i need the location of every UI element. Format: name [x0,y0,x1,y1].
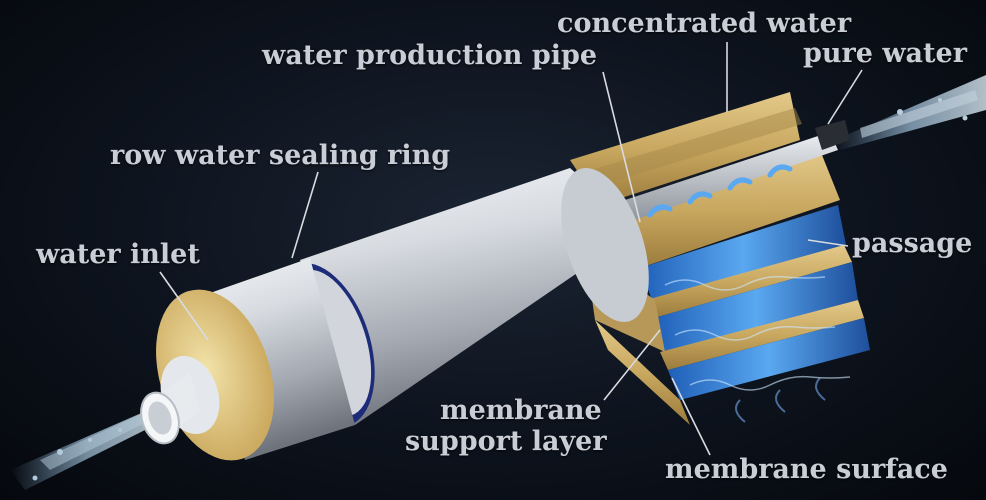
label-support-layer-line2: support layer [405,426,607,457]
leader-support-layer [603,329,661,401]
label-concentrated-water: concentrated water [557,8,852,39]
outlet-spray [835,75,986,150]
label-passage: passage [852,228,973,259]
label-membrane-surface: membrane surface [665,454,948,485]
leader-production-pipe [602,71,641,223]
membrane-layers [570,92,870,425]
label-support-layer-line1: membrane [440,395,602,426]
leader-pure-water [827,69,863,125]
inlet-spray [10,405,165,490]
leader-water-inlet [159,271,209,341]
leader-sealing-ring [291,171,319,259]
label-pure-water: pure water [803,38,967,69]
label-sealing-ring: row water sealing ring [110,140,451,171]
housing [140,168,649,461]
leader-lines [159,42,863,456]
leader-membrane-surface [671,377,711,456]
label-water-production-pipe: water production pipe [262,40,598,71]
label-water-inlet: water inlet [36,239,200,270]
leader-passage [807,239,849,247]
production-pipe [610,120,850,225]
